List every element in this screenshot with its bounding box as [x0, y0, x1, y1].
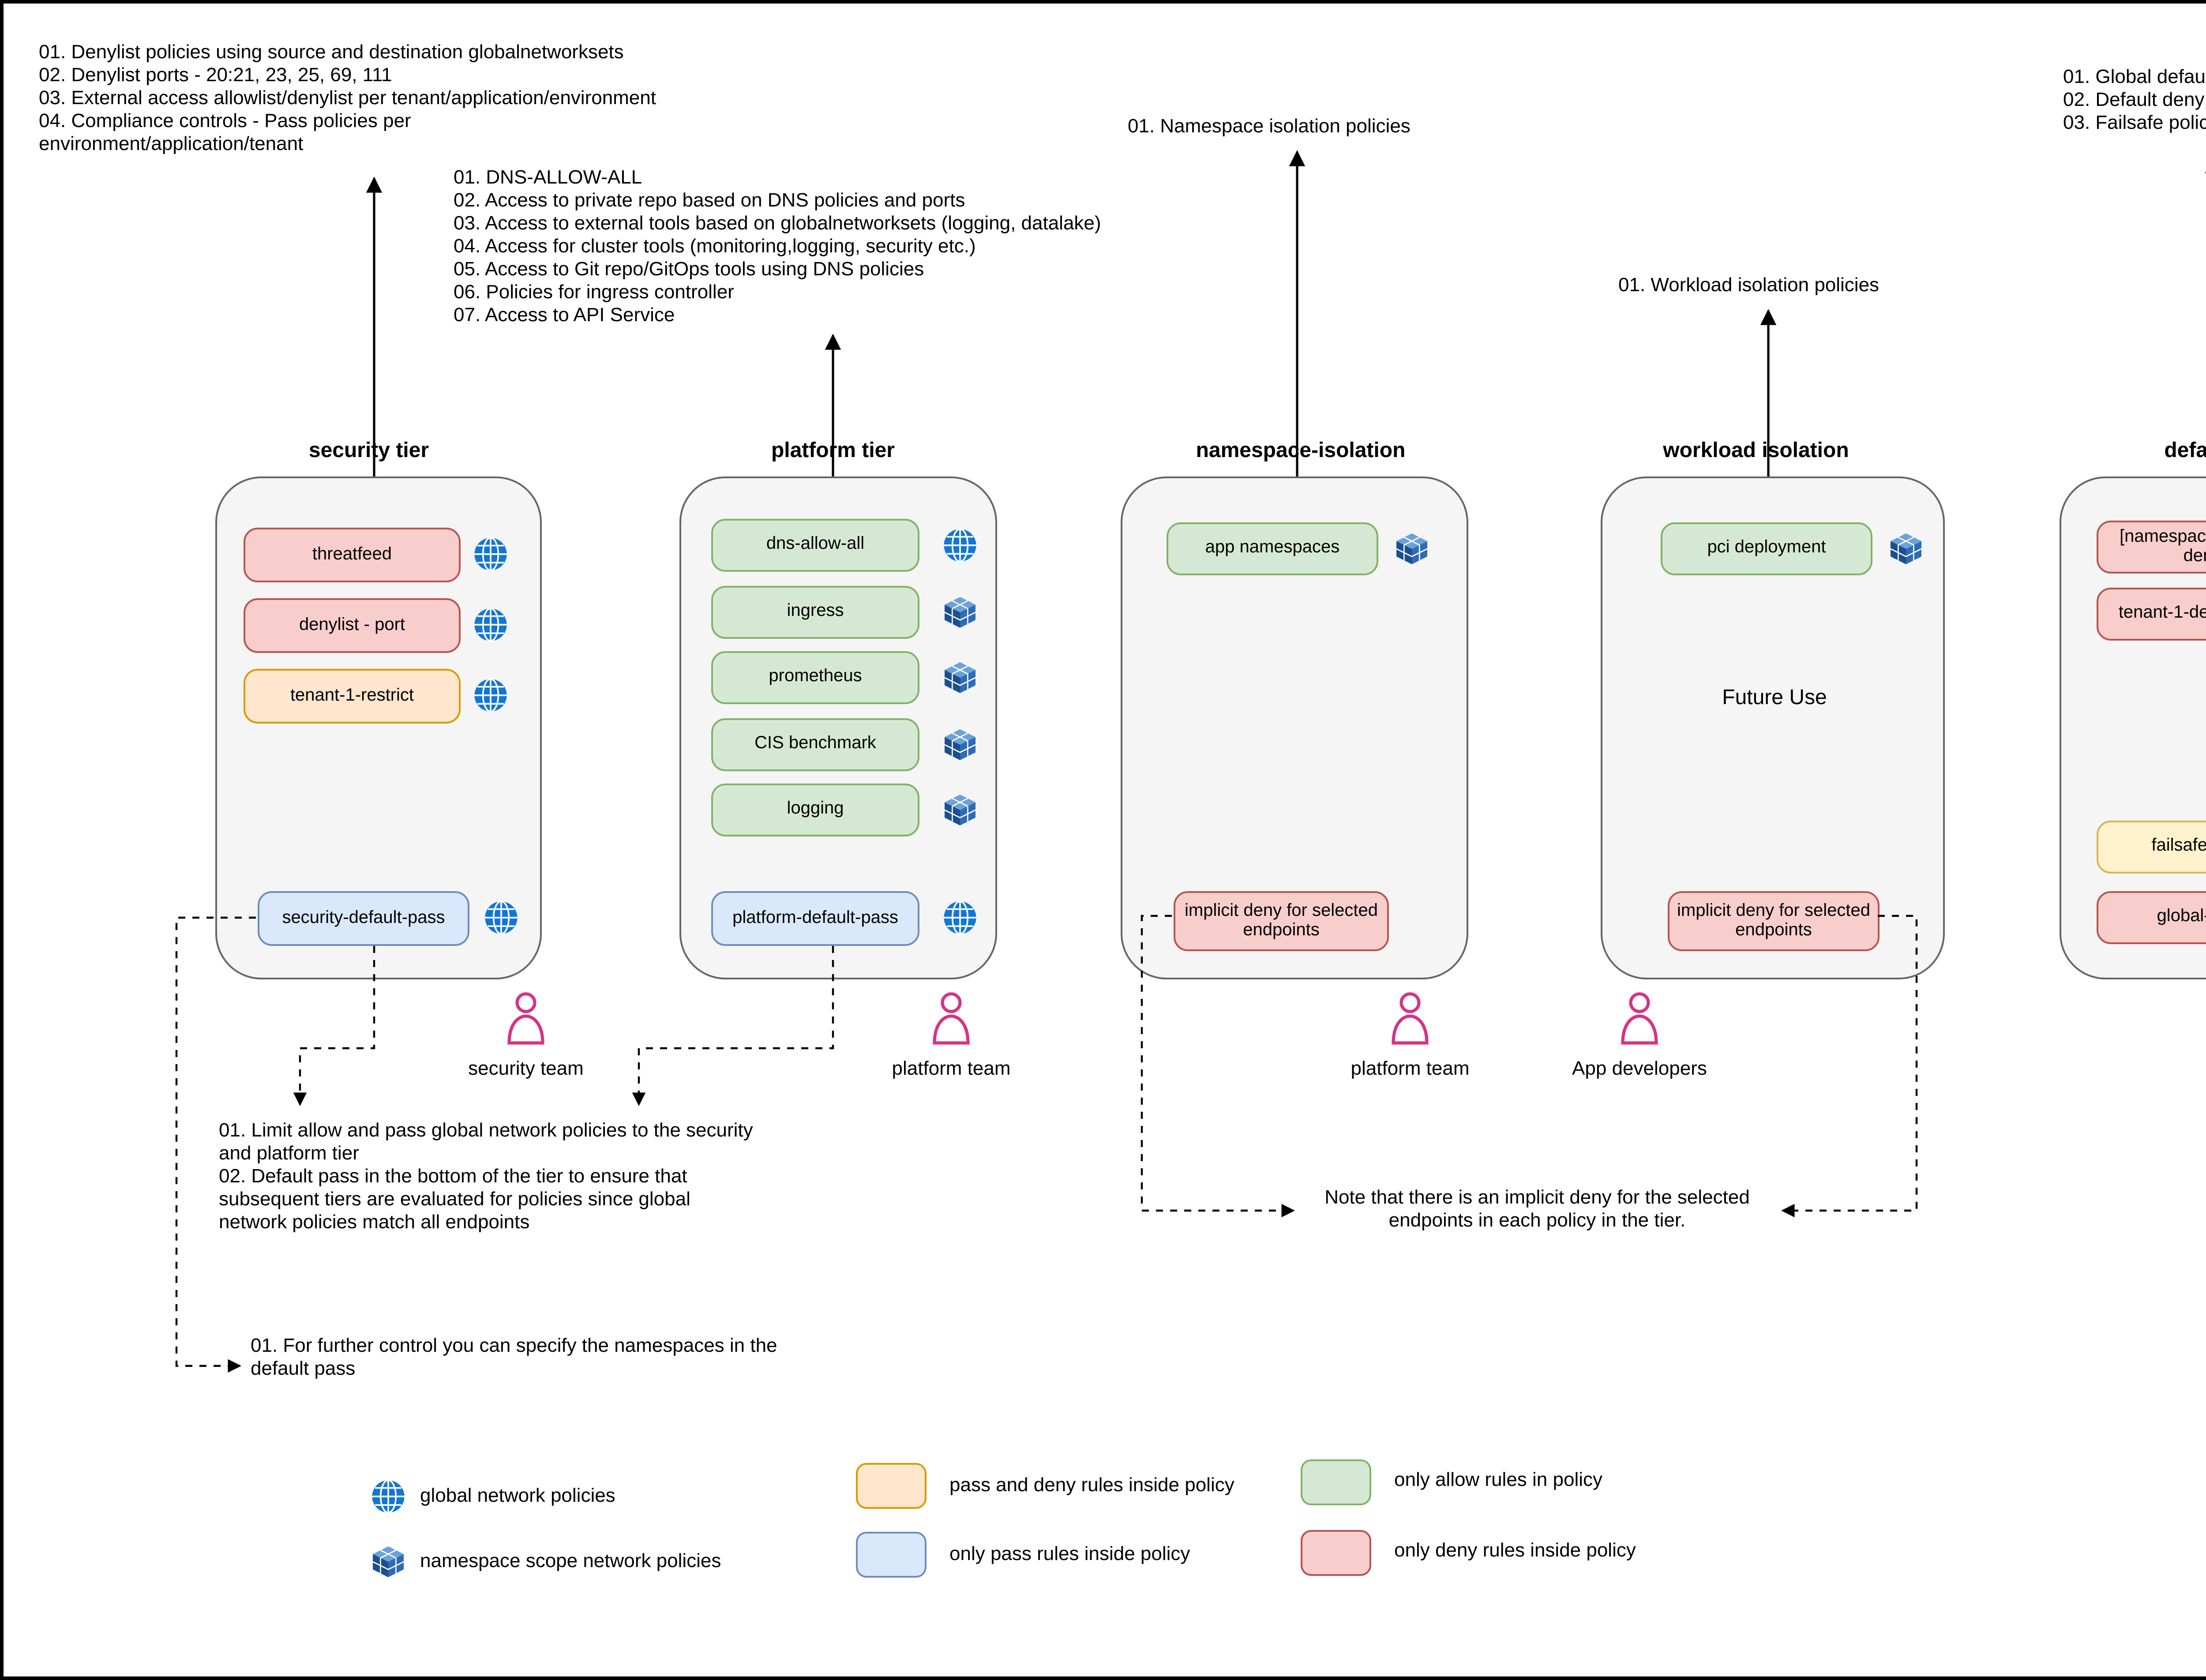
- legend-pass-deny: pass and deny rules inside policy: [949, 1475, 1234, 1496]
- legend-swatch-pass-only: [856, 1532, 927, 1578]
- tier-title-security: security tier: [308, 438, 429, 462]
- legend-pass-only: only pass rules inside policy: [949, 1544, 1190, 1565]
- policy-global-deny: global-deny: [2097, 891, 2206, 944]
- team-label-platform-2: platform team: [1351, 1059, 1470, 1080]
- cube-icon: [942, 727, 978, 762]
- future-use-label: Future Use: [1722, 685, 1827, 709]
- note-security-tier: 01. Denylist policies using source and d…: [39, 42, 656, 155]
- legend-swatch-allow-only: [1301, 1459, 1371, 1505]
- policy-implicit-deny-namespace: implicit deny for selected endpoints: [1174, 891, 1389, 951]
- policy-failsafe-allow: failsafe-allow: [2097, 821, 2206, 874]
- tier-title-namespace-isolation: namespace-isolation: [1196, 438, 1406, 462]
- legend-global-network-policies: global network policies: [420, 1486, 615, 1507]
- globe-icon: [484, 900, 519, 935]
- globe-icon: [473, 678, 508, 713]
- note-workload-isolation: 01. Workload isolation policies: [1618, 275, 1880, 296]
- legend-deny-only: only deny rules inside policy: [1394, 1541, 1636, 1562]
- policy-app-namespaces: app namespaces: [1167, 522, 1378, 575]
- policy-dns-allow-all: dns-allow-all: [711, 519, 919, 572]
- note-limit-allow-pass: 01. Limit allow and pass global network …: [219, 1121, 753, 1234]
- cube-icon: [1394, 531, 1429, 566]
- globe-icon: [473, 607, 508, 642]
- policy-security-default-pass: security-default-pass: [258, 891, 469, 946]
- policy-implicit-deny-workload: implicit deny for selected endpoints: [1668, 891, 1880, 951]
- legend-swatch-deny-only: [1301, 1530, 1371, 1576]
- team-label-platform-1: platform team: [892, 1059, 1011, 1080]
- tier-namespace-isolation: app namespaces implicit deny for selecte…: [1121, 476, 1468, 979]
- policy-cis-benchmark: CIS benchmark: [711, 718, 919, 771]
- cube-icon: [371, 1544, 406, 1579]
- policy-namespace-default-deny: [namespace]-default-deny: [2097, 521, 2206, 574]
- legend-allow-only: only allow rules in policy: [1394, 1470, 1602, 1491]
- person-icon: [1389, 992, 1431, 1045]
- policy-tenant-1-restrict: tenant-1-restrict: [244, 669, 461, 724]
- policy-threatfeed: threatfeed: [244, 528, 461, 582]
- person-icon: [930, 992, 972, 1045]
- policy-ingress: ingress: [711, 586, 919, 639]
- note-platform-tier: 01. DNS-ALLOW-ALL 02. Access to private …: [454, 168, 1101, 326]
- legend-swatch-pass-deny: [856, 1463, 927, 1509]
- legend-namespace-scope: namespace scope network policies: [420, 1551, 721, 1572]
- policy-pci-deployment: pci deployment: [1661, 522, 1872, 575]
- tier-default: [namespace]-default-deny tenant-1-defaul…: [2060, 476, 2206, 979]
- tier-workload-isolation: pci deployment Future Use implicit deny …: [1601, 476, 1945, 979]
- tier-title-platform: platform tier: [771, 438, 895, 462]
- team-label-app-developers: App developers: [1572, 1059, 1707, 1080]
- note-implicit-deny: Note that there is an implicit deny for …: [1324, 1188, 1750, 1232]
- cube-icon: [942, 660, 978, 695]
- note-namespace-isolation: 01. Namespace isolation policies: [1128, 116, 1411, 138]
- team-label-security-1: security team: [468, 1059, 584, 1080]
- tier-title-workload-isolation: workload isolation: [1663, 438, 1849, 462]
- policy-prometheus: prometheus: [711, 651, 919, 704]
- globe-icon: [942, 900, 978, 935]
- policy-tenant-1-default-deny: tenant-1-default-deny: [2097, 588, 2206, 641]
- note-default-tier: 01. Global default deny 02. Default deny…: [2063, 67, 2206, 134]
- person-icon: [1618, 992, 1661, 1045]
- globe-icon: [942, 528, 978, 563]
- policy-platform-default-pass: platform-default-pass: [711, 891, 919, 946]
- policy-denylist-port: denylist - port: [244, 598, 461, 653]
- note-further-control: 01. For further control you can specify …: [251, 1336, 777, 1380]
- globe-icon: [473, 536, 508, 572]
- cube-icon: [1888, 531, 1924, 566]
- tier-title-default: default tier: [2164, 438, 2206, 462]
- tier-security: threatfeed denylist - port tenant-1-rest…: [215, 476, 542, 979]
- cube-icon: [942, 595, 978, 630]
- globe-icon: [371, 1479, 406, 1514]
- cube-icon: [942, 792, 978, 828]
- person-icon: [505, 992, 547, 1045]
- policy-logging: logging: [711, 784, 919, 836]
- tier-platform: dns-allow-all ingress prometheus CIS ben…: [679, 476, 997, 979]
